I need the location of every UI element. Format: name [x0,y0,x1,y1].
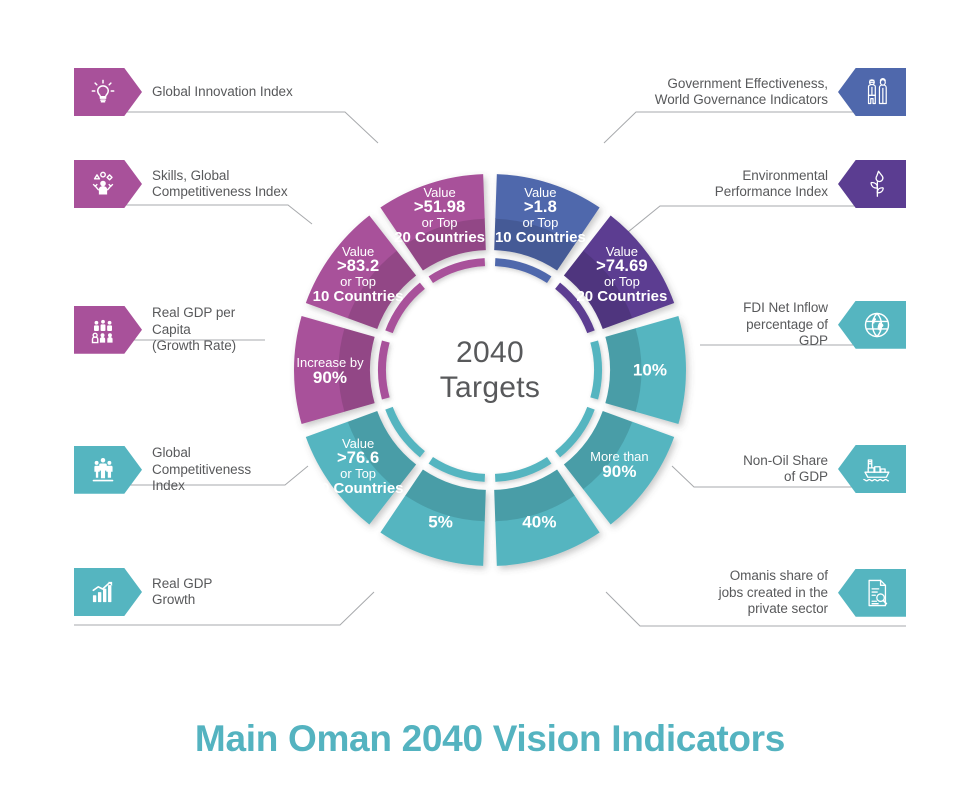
indicator-label-text: Government Effectiveness, World Governan… [654,75,828,108]
connector-left-2 [74,204,313,225]
population-icon[interactable] [74,305,142,354]
indicator-row-gdp-per-capita[interactable]: Real GDP per Capita (Growth Rate) [74,305,236,355]
indicator-row-fdi[interactable]: FDI Net Inflow percentage of GDP [743,300,906,350]
indicator-label-text: Global Competitiveness Index [152,445,252,493]
connector-right-4 [671,465,906,488]
wedge-document-search[interactable] [495,495,600,566]
wedge-inner-band[interactable] [338,328,375,412]
globe-icon[interactable] [838,300,906,349]
inner-ring-arc [377,340,390,400]
indicator-label-text: Non-Oil Share of GDP [743,452,828,485]
document-search-icon[interactable] [838,568,906,617]
page-title: Main Oman 2040 Vision Indicators [194,718,786,759]
inner-ring-arc [555,406,595,458]
indicator-label-text: Real GDP per Capita (Growth Rate) [152,305,237,353]
indicator-label-text: FDI Net Inflow percentage of GDP [743,300,828,348]
indicator-row-skills[interactable]: Skills, Global Competitiveness Index [74,160,288,208]
wedge-population[interactable] [293,315,345,425]
wedge-people[interactable] [495,174,600,245]
indicator-label-text: Real GDP Growth [152,575,213,608]
center-line-1: 2040 [456,336,524,369]
people-icon[interactable] [838,68,906,116]
inner-ring-arc [590,340,603,400]
indicator-label-text: Skills, Global Competitiveness Index [152,167,288,200]
connector-right-1 [603,111,906,144]
lightbulb-icon[interactable] [74,68,142,116]
center-line-2: Targets [439,371,541,404]
wedge-ship[interactable] [583,421,675,525]
wedge-inner-band[interactable] [405,218,486,271]
center-label: 2040 Targets [390,335,590,405]
indicator-label-text: Global Innovation Index [152,83,293,99]
wedge-skills[interactable] [380,174,485,245]
wedge-group[interactable] [305,421,397,525]
indicator-row-competitiveness[interactable]: Global Competitiveness Index [74,445,251,495]
indicator-row-non-oil[interactable]: Non-Oil Share of GDP [743,445,906,493]
wedge-globe[interactable] [635,315,687,425]
indicator-label-text: Environmental Performance Index [714,167,828,200]
wedge-plant[interactable] [583,215,675,319]
wedge-inner-band[interactable] [494,218,575,271]
inner-ring-arc [494,456,552,482]
ship-icon[interactable] [838,445,906,493]
inner-ring-arc [428,456,486,482]
connector-left-4 [74,465,309,486]
skills-icon[interactable] [74,160,142,208]
inner-ring-arc [428,258,486,284]
wedge-lightbulb[interactable] [305,215,397,319]
bar-chart-icon[interactable] [74,568,142,616]
group-icon[interactable] [74,445,142,494]
indicator-row-gdp-growth[interactable]: Real GDP Growth [74,568,212,616]
wedge-inner-band[interactable] [563,411,633,490]
wedge-inner-band[interactable] [605,328,642,412]
inner-ring-arc [385,282,425,334]
indicator-row-innovation[interactable]: Global Innovation Index [74,68,293,116]
wedge-bar-chart[interactable] [380,495,485,566]
inner-ring-arc [494,258,552,284]
connector-right-5 [605,591,906,627]
indicator-row-governance[interactable]: Government Effectiveness, World Governan… [655,68,906,116]
indicator-row-omani-jobs[interactable]: Omanis share of jobs created in the priv… [719,568,906,618]
wedge-inner-band[interactable] [347,250,417,329]
indicator-row-environment[interactable]: Environmental Performance Index [715,160,906,208]
wedge-inner-band[interactable] [347,411,417,490]
connector-left-1 [74,111,379,144]
inner-ring-arc [385,406,425,458]
indicator-label-text: Omanis share of jobs created in the priv… [718,568,828,616]
plant-icon[interactable] [838,160,906,208]
wedge-inner-band[interactable] [494,469,575,522]
wedge-inner-band[interactable] [405,469,486,522]
wedge-inner-band[interactable] [563,250,633,329]
connector-left-5 [74,591,375,626]
connector-right-2 [627,205,906,233]
inner-ring-arc [555,282,595,334]
